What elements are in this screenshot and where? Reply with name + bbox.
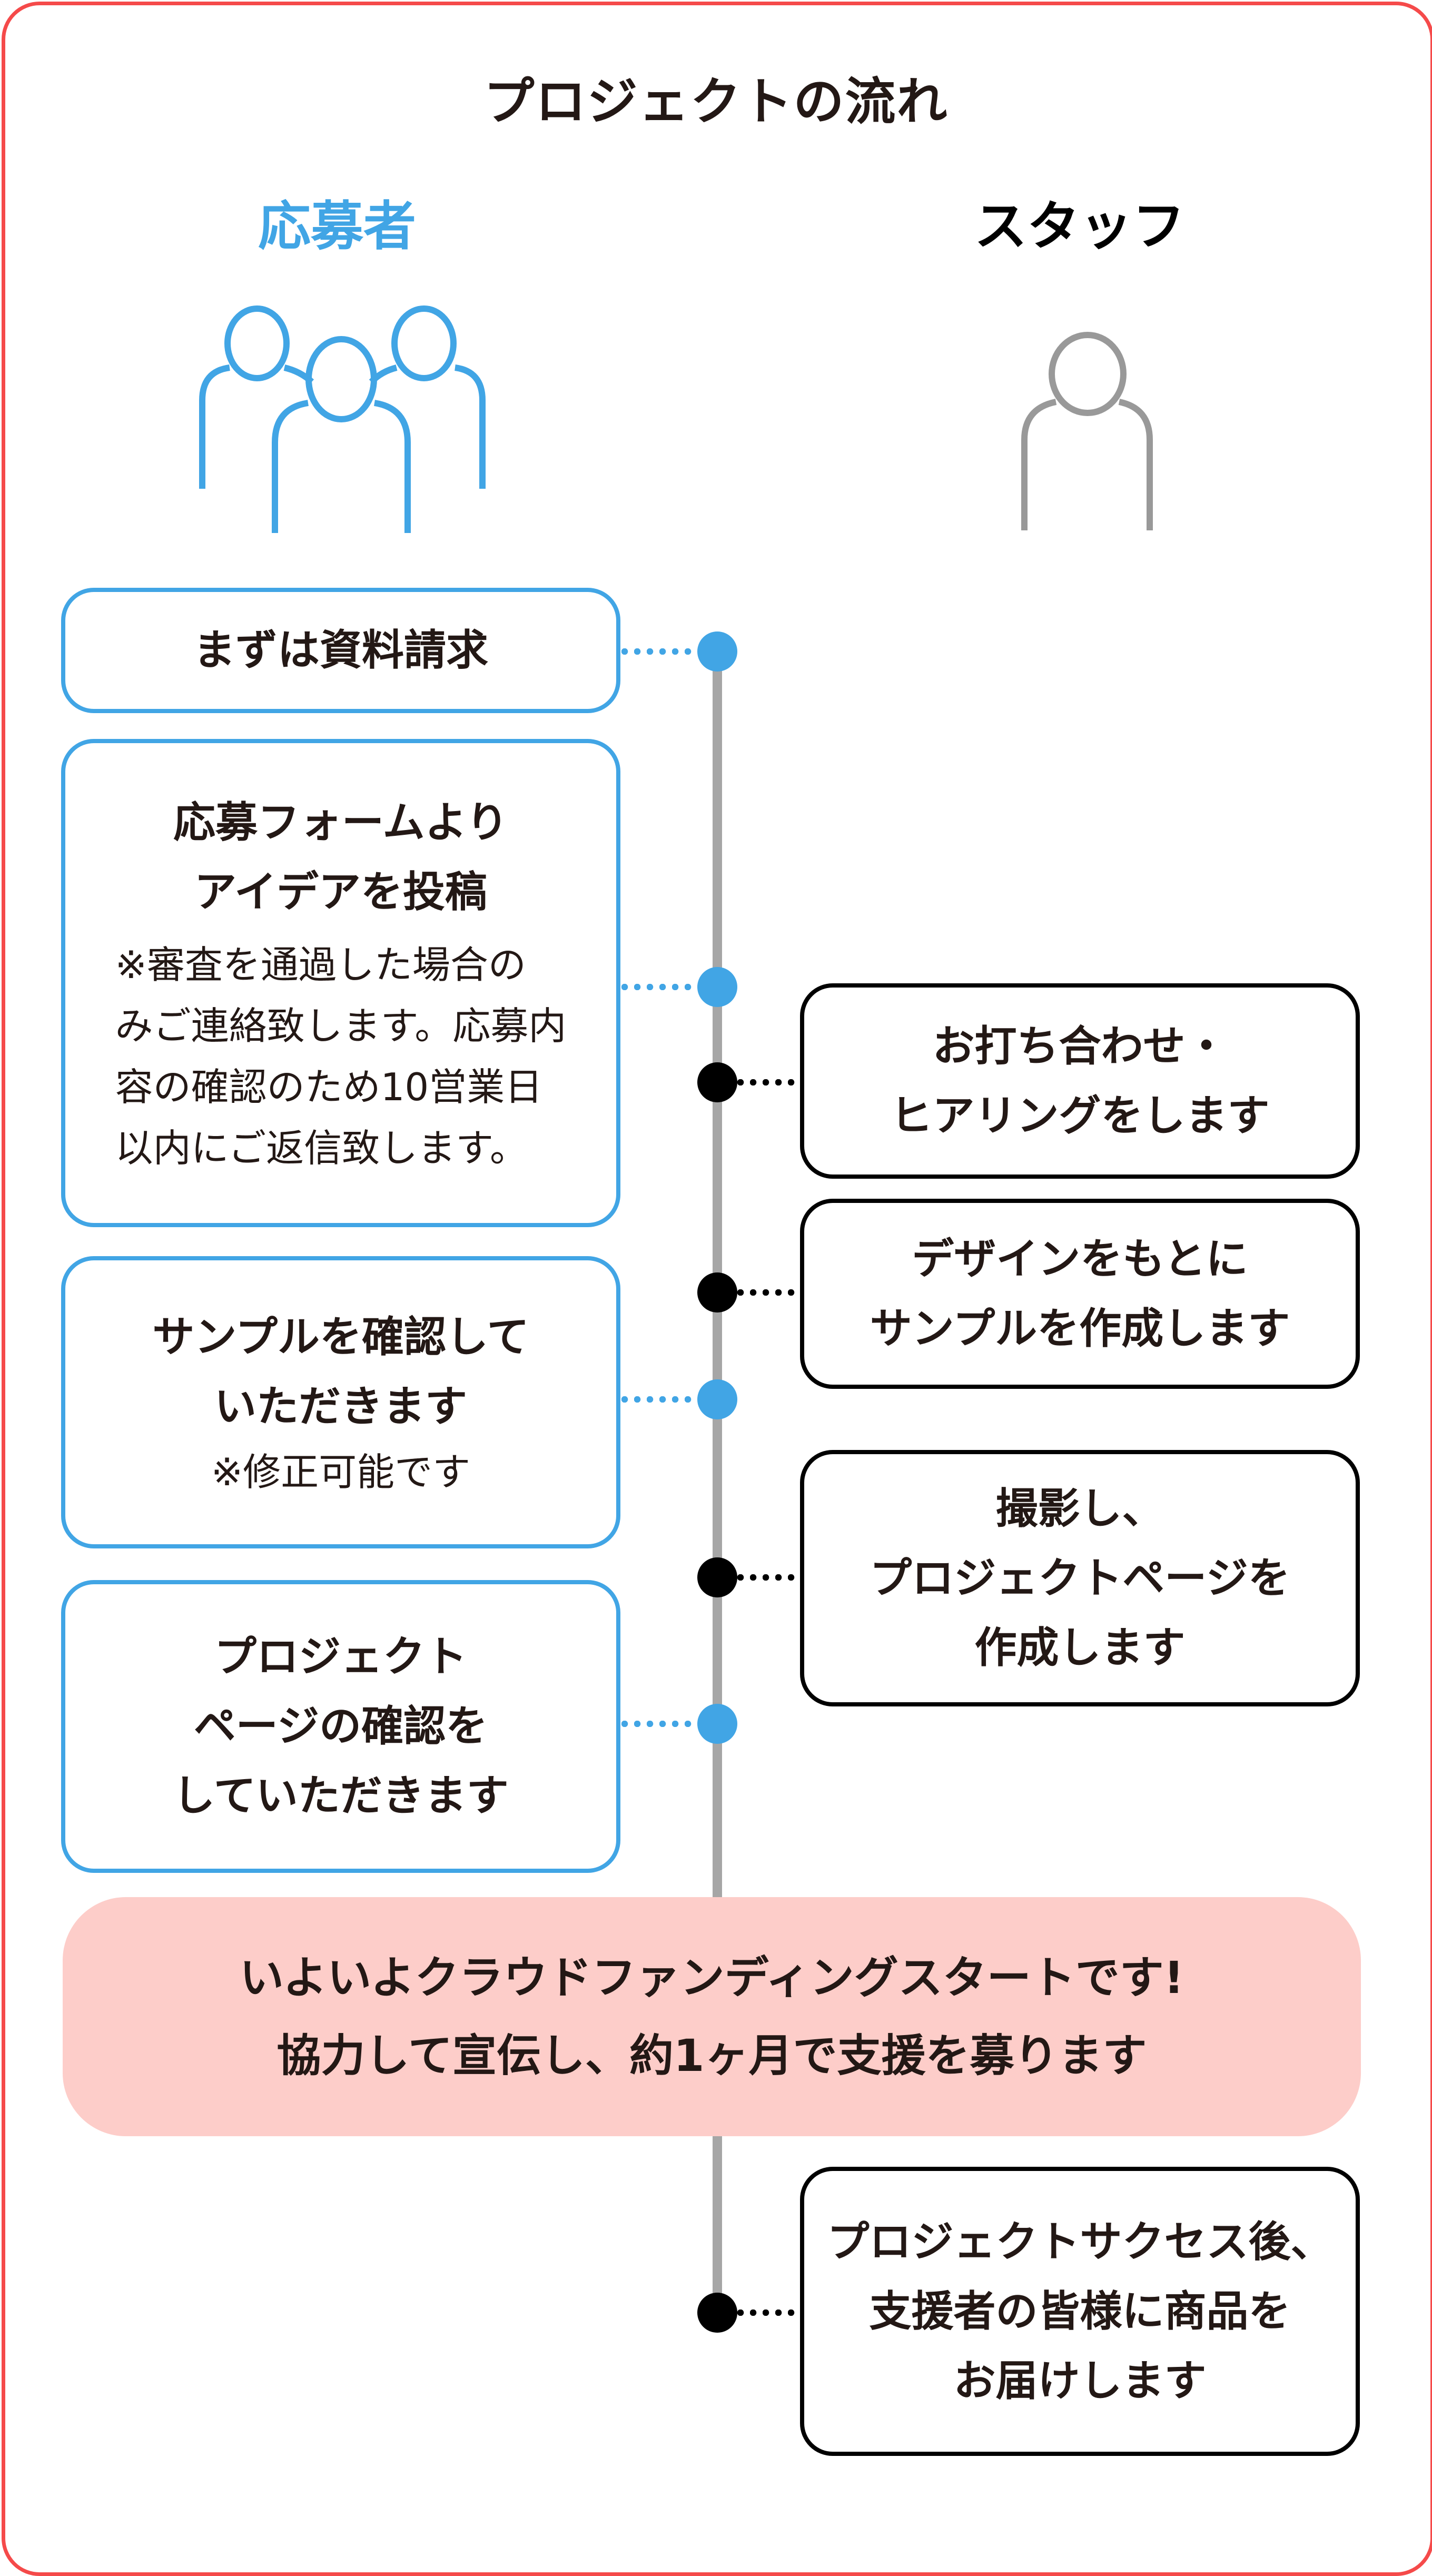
applicant-step-2: 応募フォームより アイデアを投稿 ※審査を通過した場合の みご連絡致します。応募… bbox=[61, 739, 620, 1227]
connector-dotted bbox=[737, 1079, 799, 1085]
timeline-dot-applicant bbox=[697, 1379, 737, 1419]
connector-dotted bbox=[737, 1289, 799, 1296]
staff-column-label: スタッフ bbox=[974, 195, 1185, 257]
step-title: プロジェクト ページの確認を していただきます bbox=[173, 1632, 509, 1820]
connector-dotted bbox=[621, 1721, 697, 1727]
staff-step-2: デザインをもとに サンプルを作成します bbox=[800, 1199, 1360, 1389]
connector-dotted bbox=[737, 2309, 799, 2316]
timeline-dot-applicant bbox=[697, 967, 737, 1007]
page-title: プロジェクトの流れ bbox=[483, 72, 949, 131]
step-note: ※修正可能です bbox=[211, 1449, 471, 1494]
step-title: プロジェクトサクセス後、 支援者の皆様に商品を お届けします bbox=[827, 2217, 1333, 2405]
timeline-dot-applicant bbox=[697, 1704, 737, 1744]
timeline-dot-staff bbox=[697, 2293, 737, 2333]
step-note: ※審査を通過した場合の みご連絡致します。応募内 容の確認のため10営業日 以内… bbox=[115, 942, 567, 1170]
applicant-step-3: サンプルを確認して いただきます ※修正可能です bbox=[61, 1256, 620, 1548]
timeline-dot-applicant bbox=[697, 631, 737, 672]
person-icon bbox=[1021, 332, 1153, 530]
applicant-column-label: 応募者 bbox=[258, 195, 416, 257]
crowdfunding-start-banner: いよいよクラウドファンディングスタートです! 協力して宣伝し、約1ヶ月で支援を募… bbox=[63, 1897, 1361, 2136]
timeline-dot-staff bbox=[697, 1272, 737, 1312]
connector-dotted bbox=[737, 1574, 799, 1581]
step-title: 撮影し、 プロジェクトページを 作成します bbox=[870, 1484, 1290, 1672]
step-title: まずは資料請求 bbox=[193, 626, 488, 675]
timeline-dot-staff bbox=[697, 1557, 737, 1597]
applicant-step-1: まずは資料請求 bbox=[61, 588, 620, 713]
banner-line-2: 協力して宣伝し、約1ヶ月で支援を募ります bbox=[276, 2030, 1147, 2081]
applicant-step-4: プロジェクト ページの確認を していただきます bbox=[61, 1580, 620, 1873]
connector-dotted bbox=[621, 1396, 697, 1403]
step-title: サンプルを確認して いただきます bbox=[152, 1312, 529, 1431]
timeline-dot-staff bbox=[697, 1062, 737, 1102]
group-people-icon bbox=[199, 305, 486, 533]
banner-line-1: いよいよクラウドファンディングスタートです! bbox=[239, 1952, 1184, 2003]
staff-step-3: 撮影し、 プロジェクトページを 作成します bbox=[800, 1450, 1360, 1706]
step-title: デザインをもとに サンプルを作成します bbox=[870, 1234, 1290, 1353]
step-title: 応募フォームより アイデアを投稿 bbox=[173, 797, 508, 916]
staff-step-1: お打ち合わせ・ ヒアリングをします bbox=[800, 983, 1360, 1179]
staff-step-4: プロジェクトサクセス後、 支援者の皆様に商品を お届けします bbox=[800, 2167, 1360, 2456]
connector-dotted bbox=[621, 648, 697, 655]
connector-dotted bbox=[621, 984, 697, 990]
step-title: お打ち合わせ・ ヒアリングをします bbox=[890, 1021, 1270, 1140]
